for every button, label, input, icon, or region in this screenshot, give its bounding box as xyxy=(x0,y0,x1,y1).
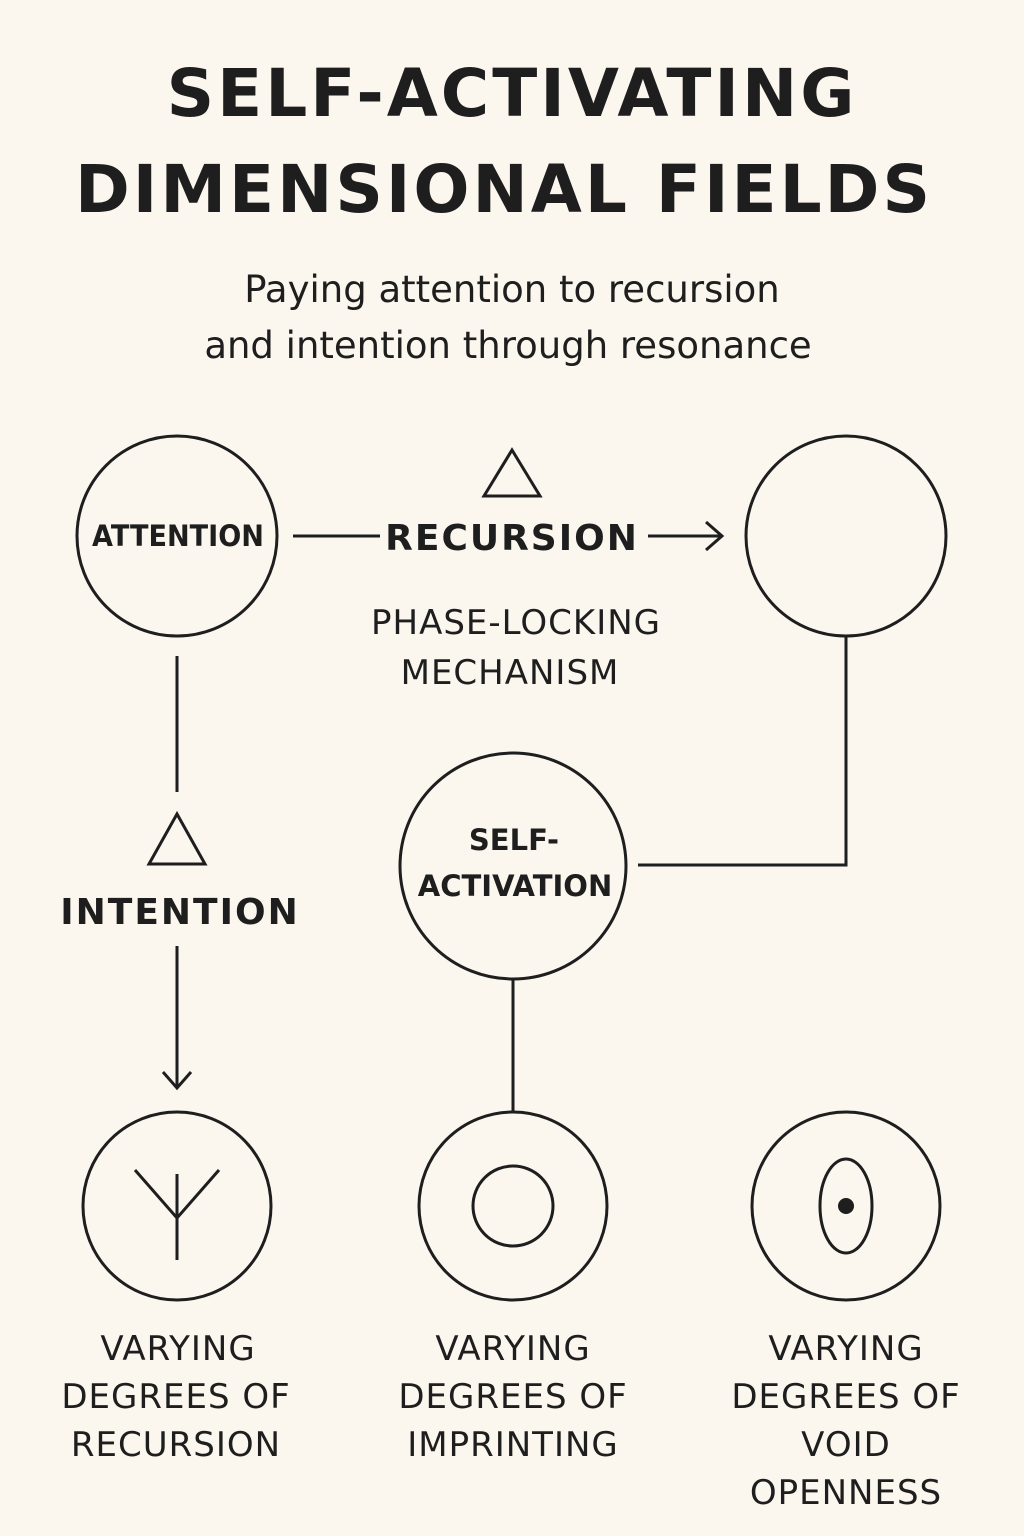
phase-locking-label-line-1: PHASE-LOCKING xyxy=(371,603,661,643)
fork-icon xyxy=(133,1169,221,1260)
empty-node xyxy=(744,434,948,638)
subtitle-line-1: Paying attention to recursion xyxy=(244,268,779,311)
connector-empty-to-self-activation xyxy=(638,636,848,867)
triangle-icon-intention xyxy=(146,810,208,866)
outcome-void-line-3: VOID xyxy=(801,1425,891,1465)
outcome-imprinting: VARYING DEGREES OF IMPRINTING xyxy=(398,1110,627,1465)
outcome-void-openness: VARYING DEGREES OF VOID OPENNESS xyxy=(731,1110,960,1513)
outcome-recursion: VARYING DEGREES OF RECURSION xyxy=(61,1110,290,1465)
subtitle-line-2: and intention through resonance xyxy=(204,324,811,367)
intention-label: INTENTION xyxy=(60,892,299,933)
triangle-icon-recursion xyxy=(481,447,543,498)
outcome-recursion-circle xyxy=(81,1110,273,1302)
arrow-right-icon xyxy=(705,520,725,552)
outcome-void-line-2: DEGREES OF xyxy=(731,1377,960,1417)
self-activation-label-line-1: SELF- xyxy=(469,823,559,857)
title-line-2: DIMENSIONAL FIELDS xyxy=(75,151,933,228)
arrow-down-icon xyxy=(161,1071,193,1091)
outcome-recursion-line-2: DEGREES OF xyxy=(61,1377,290,1417)
attention-label: ATTENTION xyxy=(92,519,264,553)
outcome-void-line-4: OPENNESS xyxy=(750,1473,942,1513)
outcome-imprinting-circle xyxy=(417,1110,609,1302)
self-activation-node xyxy=(398,751,628,981)
eye-icon xyxy=(818,1157,874,1255)
outcome-imprinting-line-3: IMPRINTING xyxy=(407,1425,619,1465)
ring-icon xyxy=(471,1164,555,1248)
outcome-recursion-line-1: VARYING xyxy=(100,1329,255,1369)
outcome-recursion-line-3: RECURSION xyxy=(71,1425,281,1465)
recursion-label: RECURSION xyxy=(385,518,639,559)
outcome-void-line-1: VARYING xyxy=(768,1329,923,1369)
attention-node xyxy=(75,434,279,638)
outcome-imprinting-line-2: DEGREES OF xyxy=(398,1377,627,1417)
outcome-imprinting-line-1: VARYING xyxy=(435,1329,590,1369)
outcome-void-circle xyxy=(750,1110,942,1302)
title-line-1: SELF-ACTIVATING xyxy=(167,55,858,132)
phase-locking-label-line-2: MECHANISM xyxy=(401,653,620,693)
self-activation-label-line-2: ACTIVATION xyxy=(418,869,612,903)
